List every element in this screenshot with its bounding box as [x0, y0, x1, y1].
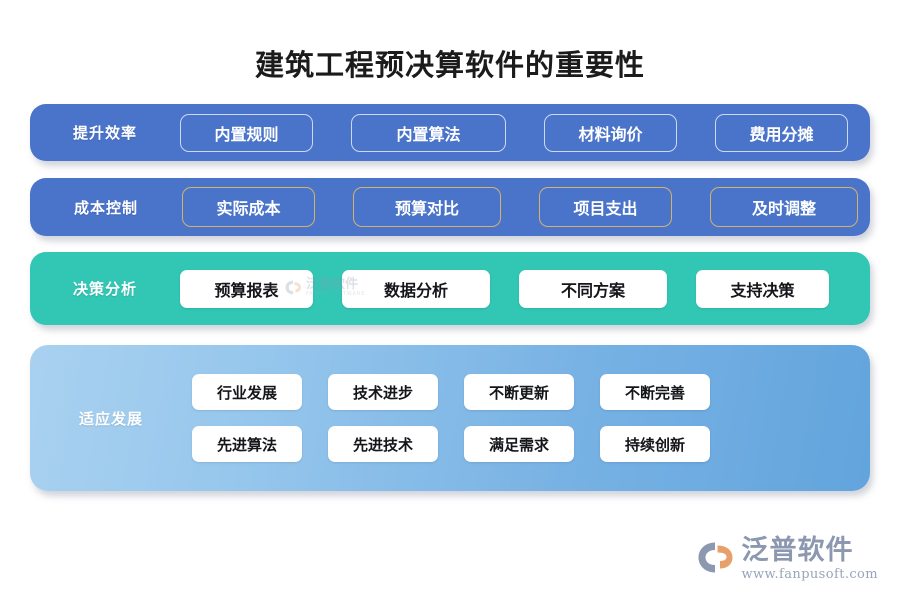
chip-continuous-improve[interactable]: 不断完善	[600, 374, 710, 410]
row-adapt-development-label: 适应发展	[78, 409, 143, 428]
brand-url: www.fanpusoft.com	[741, 567, 878, 582]
row-adapt-development: 适应发展 行业发展 技术进步 不断更新 不断完善 先进算法 先进技术 满足需求 …	[30, 345, 870, 491]
chip-budget-comparison[interactable]: 预算对比	[353, 187, 501, 227]
adapt-grid-row-1: 行业发展 技术进步 不断更新 不断完善	[192, 374, 804, 410]
row-cost-control-chips: 实际成本 预算对比 项目支出 及时调整	[182, 187, 872, 227]
chip-builtin-rules[interactable]: 内置规则	[180, 113, 313, 152]
row-efficiency-label: 提升效率	[72, 124, 137, 142]
row-adapt-development-grid: 行业发展 技术进步 不断更新 不断完善 先进算法 先进技术 满足需求 持续创新	[192, 374, 870, 462]
brand-logo: 泛普软件 www.fanpusoft.com	[698, 534, 878, 582]
adapt-grid-row-2: 先进算法 先进技术 满足需求 持续创新	[192, 426, 804, 462]
chip-cost-allocation[interactable]: 费用分摊	[715, 113, 848, 152]
row-efficiency: 提升效率 内置规则 内置算法 材料询价 费用分摊	[30, 104, 870, 161]
chip-timely-adjustment[interactable]: 及时调整	[710, 187, 858, 227]
row-decision-analysis-chips: 预算报表 数据分析 不同方案 支持决策	[180, 269, 870, 308]
chip-tech-progress[interactable]: 技术进步	[328, 374, 438, 410]
chip-builtin-algorithm[interactable]: 内置算法	[351, 113, 506, 152]
chip-actual-cost[interactable]: 实际成本	[182, 187, 315, 227]
brand-text: 泛普软件 www.fanpusoft.com	[741, 534, 878, 582]
chip-advanced-algorithm[interactable]: 先进算法	[192, 426, 302, 462]
chip-budget-report[interactable]: 预算报表	[180, 269, 313, 308]
chip-support-decision[interactable]: 支持决策	[696, 269, 829, 308]
fanpu-logo-icon	[698, 541, 734, 574]
chip-meet-demand[interactable]: 满足需求	[464, 426, 574, 462]
chip-continuous-update[interactable]: 不断更新	[464, 374, 574, 410]
chip-data-analysis[interactable]: 数据分析	[342, 269, 490, 308]
row-cost-control: 成本控制 实际成本 预算对比 项目支出 及时调整	[30, 178, 870, 236]
chip-different-plans[interactable]: 不同方案	[519, 269, 667, 308]
row-cost-control-label: 成本控制	[73, 198, 138, 217]
chip-continuous-innovation[interactable]: 持续创新	[600, 426, 710, 462]
chip-industry-development[interactable]: 行业发展	[192, 374, 302, 410]
row-decision-analysis-label: 决策分析	[72, 280, 137, 298]
chip-material-pricing[interactable]: 材料询价	[544, 113, 677, 152]
chip-project-spending[interactable]: 项目支出	[539, 187, 672, 227]
row-efficiency-chips: 内置规则 内置算法 材料询价 费用分摊	[180, 113, 870, 152]
page-title: 建筑工程预决算软件的重要性	[254, 48, 645, 82]
row-decision-analysis: 决策分析 预算报表 数据分析 不同方案 支持决策	[30, 252, 870, 325]
chip-advanced-technology[interactable]: 先进技术	[328, 426, 438, 462]
brand-name: 泛普软件	[741, 534, 854, 566]
